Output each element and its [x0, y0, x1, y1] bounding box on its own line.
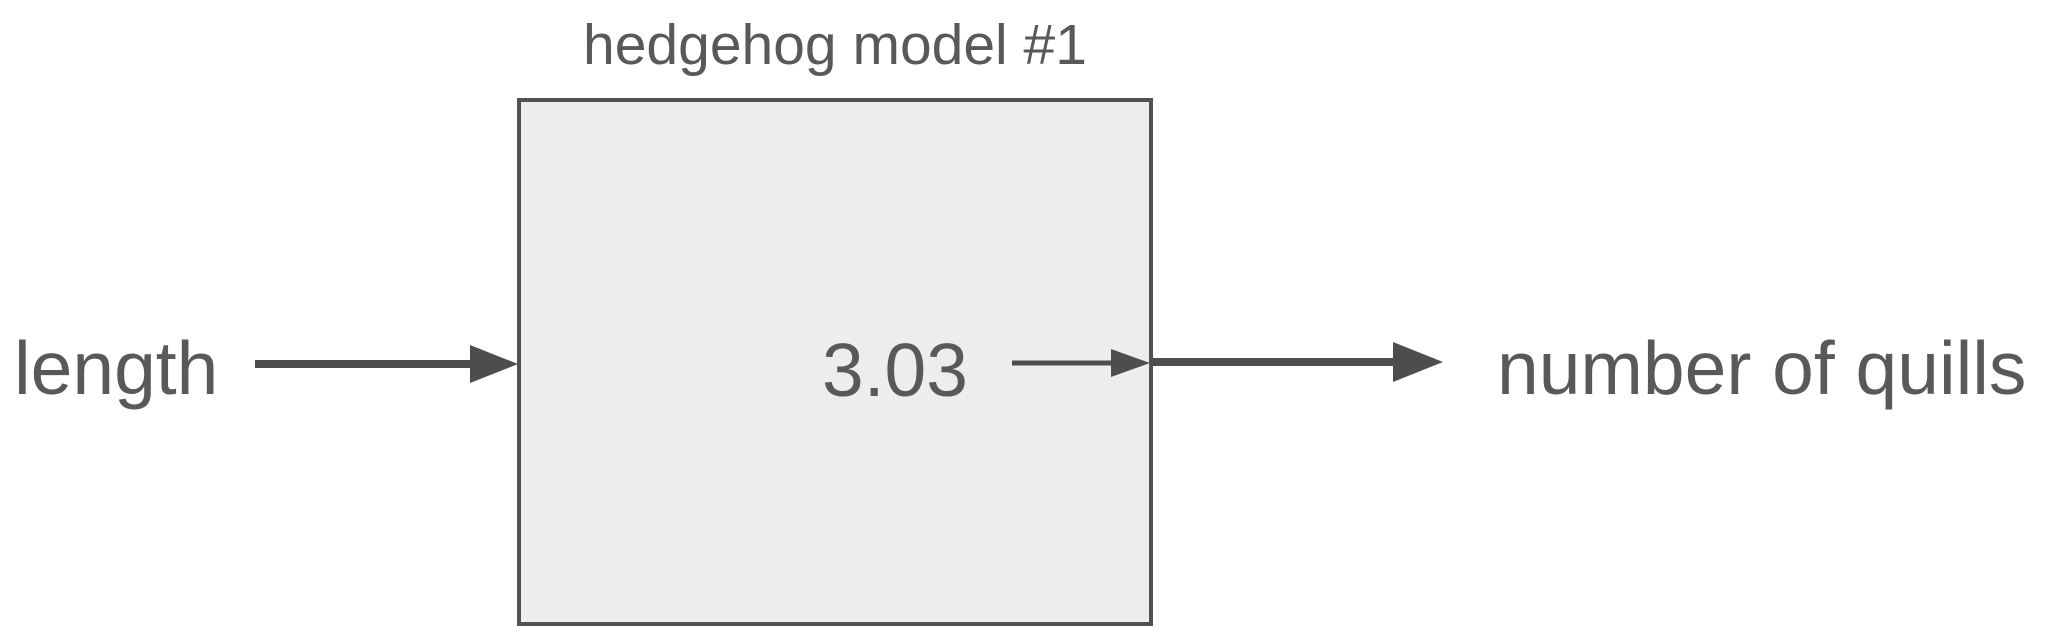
output-arrow-icon — [1151, 342, 1443, 382]
input-arrow-icon — [255, 345, 518, 383]
model-output-value: 3.03 — [822, 328, 968, 412]
model-title: hedgehog model #1 — [583, 13, 1087, 77]
output-label: number of quills — [1497, 326, 2027, 410]
input-label: length — [14, 326, 219, 410]
